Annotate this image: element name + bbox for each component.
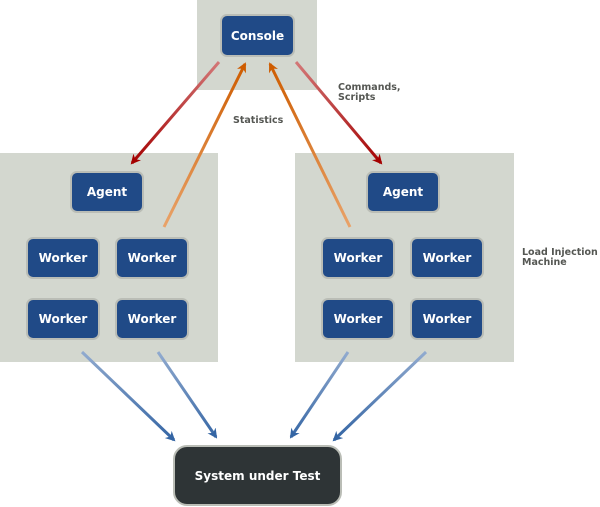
agent-node-left[interactable]: Agent [70, 171, 144, 213]
system-under-test-node[interactable]: System under Test [173, 445, 342, 506]
statistics-label: Statistics [233, 115, 284, 126]
load-injection-label-line: Load Injection [522, 247, 598, 258]
load-arrow-1 [80, 350, 176, 442]
statistics-arrow-right [268, 62, 352, 228]
worker-node[interactable]: Worker [26, 298, 100, 340]
worker-node[interactable]: Worker [115, 237, 189, 279]
load-arrow-2 [156, 351, 218, 439]
statistics-arrow-left [162, 62, 247, 228]
load-arrow-3 [289, 351, 350, 439]
load-arrow-4 [332, 350, 428, 442]
commands-arrow-left [130, 61, 221, 165]
commands-label-line: Commands, [338, 82, 401, 93]
worker-node[interactable]: Worker [410, 237, 484, 279]
scripts-label-line: Scripts [338, 92, 376, 103]
commands-arrow-right [294, 61, 383, 165]
worker-node[interactable]: Worker [115, 298, 189, 340]
worker-node[interactable]: Worker [321, 237, 395, 279]
console-node[interactable]: Console [220, 14, 295, 57]
load-injection-machine-label: Load Injection Machine [522, 248, 598, 268]
worker-node[interactable]: Worker [26, 237, 100, 279]
machine-label-line: Machine [522, 257, 567, 268]
worker-node[interactable]: Worker [321, 298, 395, 340]
agent-node-right[interactable]: Agent [366, 171, 440, 213]
worker-node[interactable]: Worker [410, 298, 484, 340]
commands-scripts-label: Commands, Scripts [338, 83, 401, 103]
